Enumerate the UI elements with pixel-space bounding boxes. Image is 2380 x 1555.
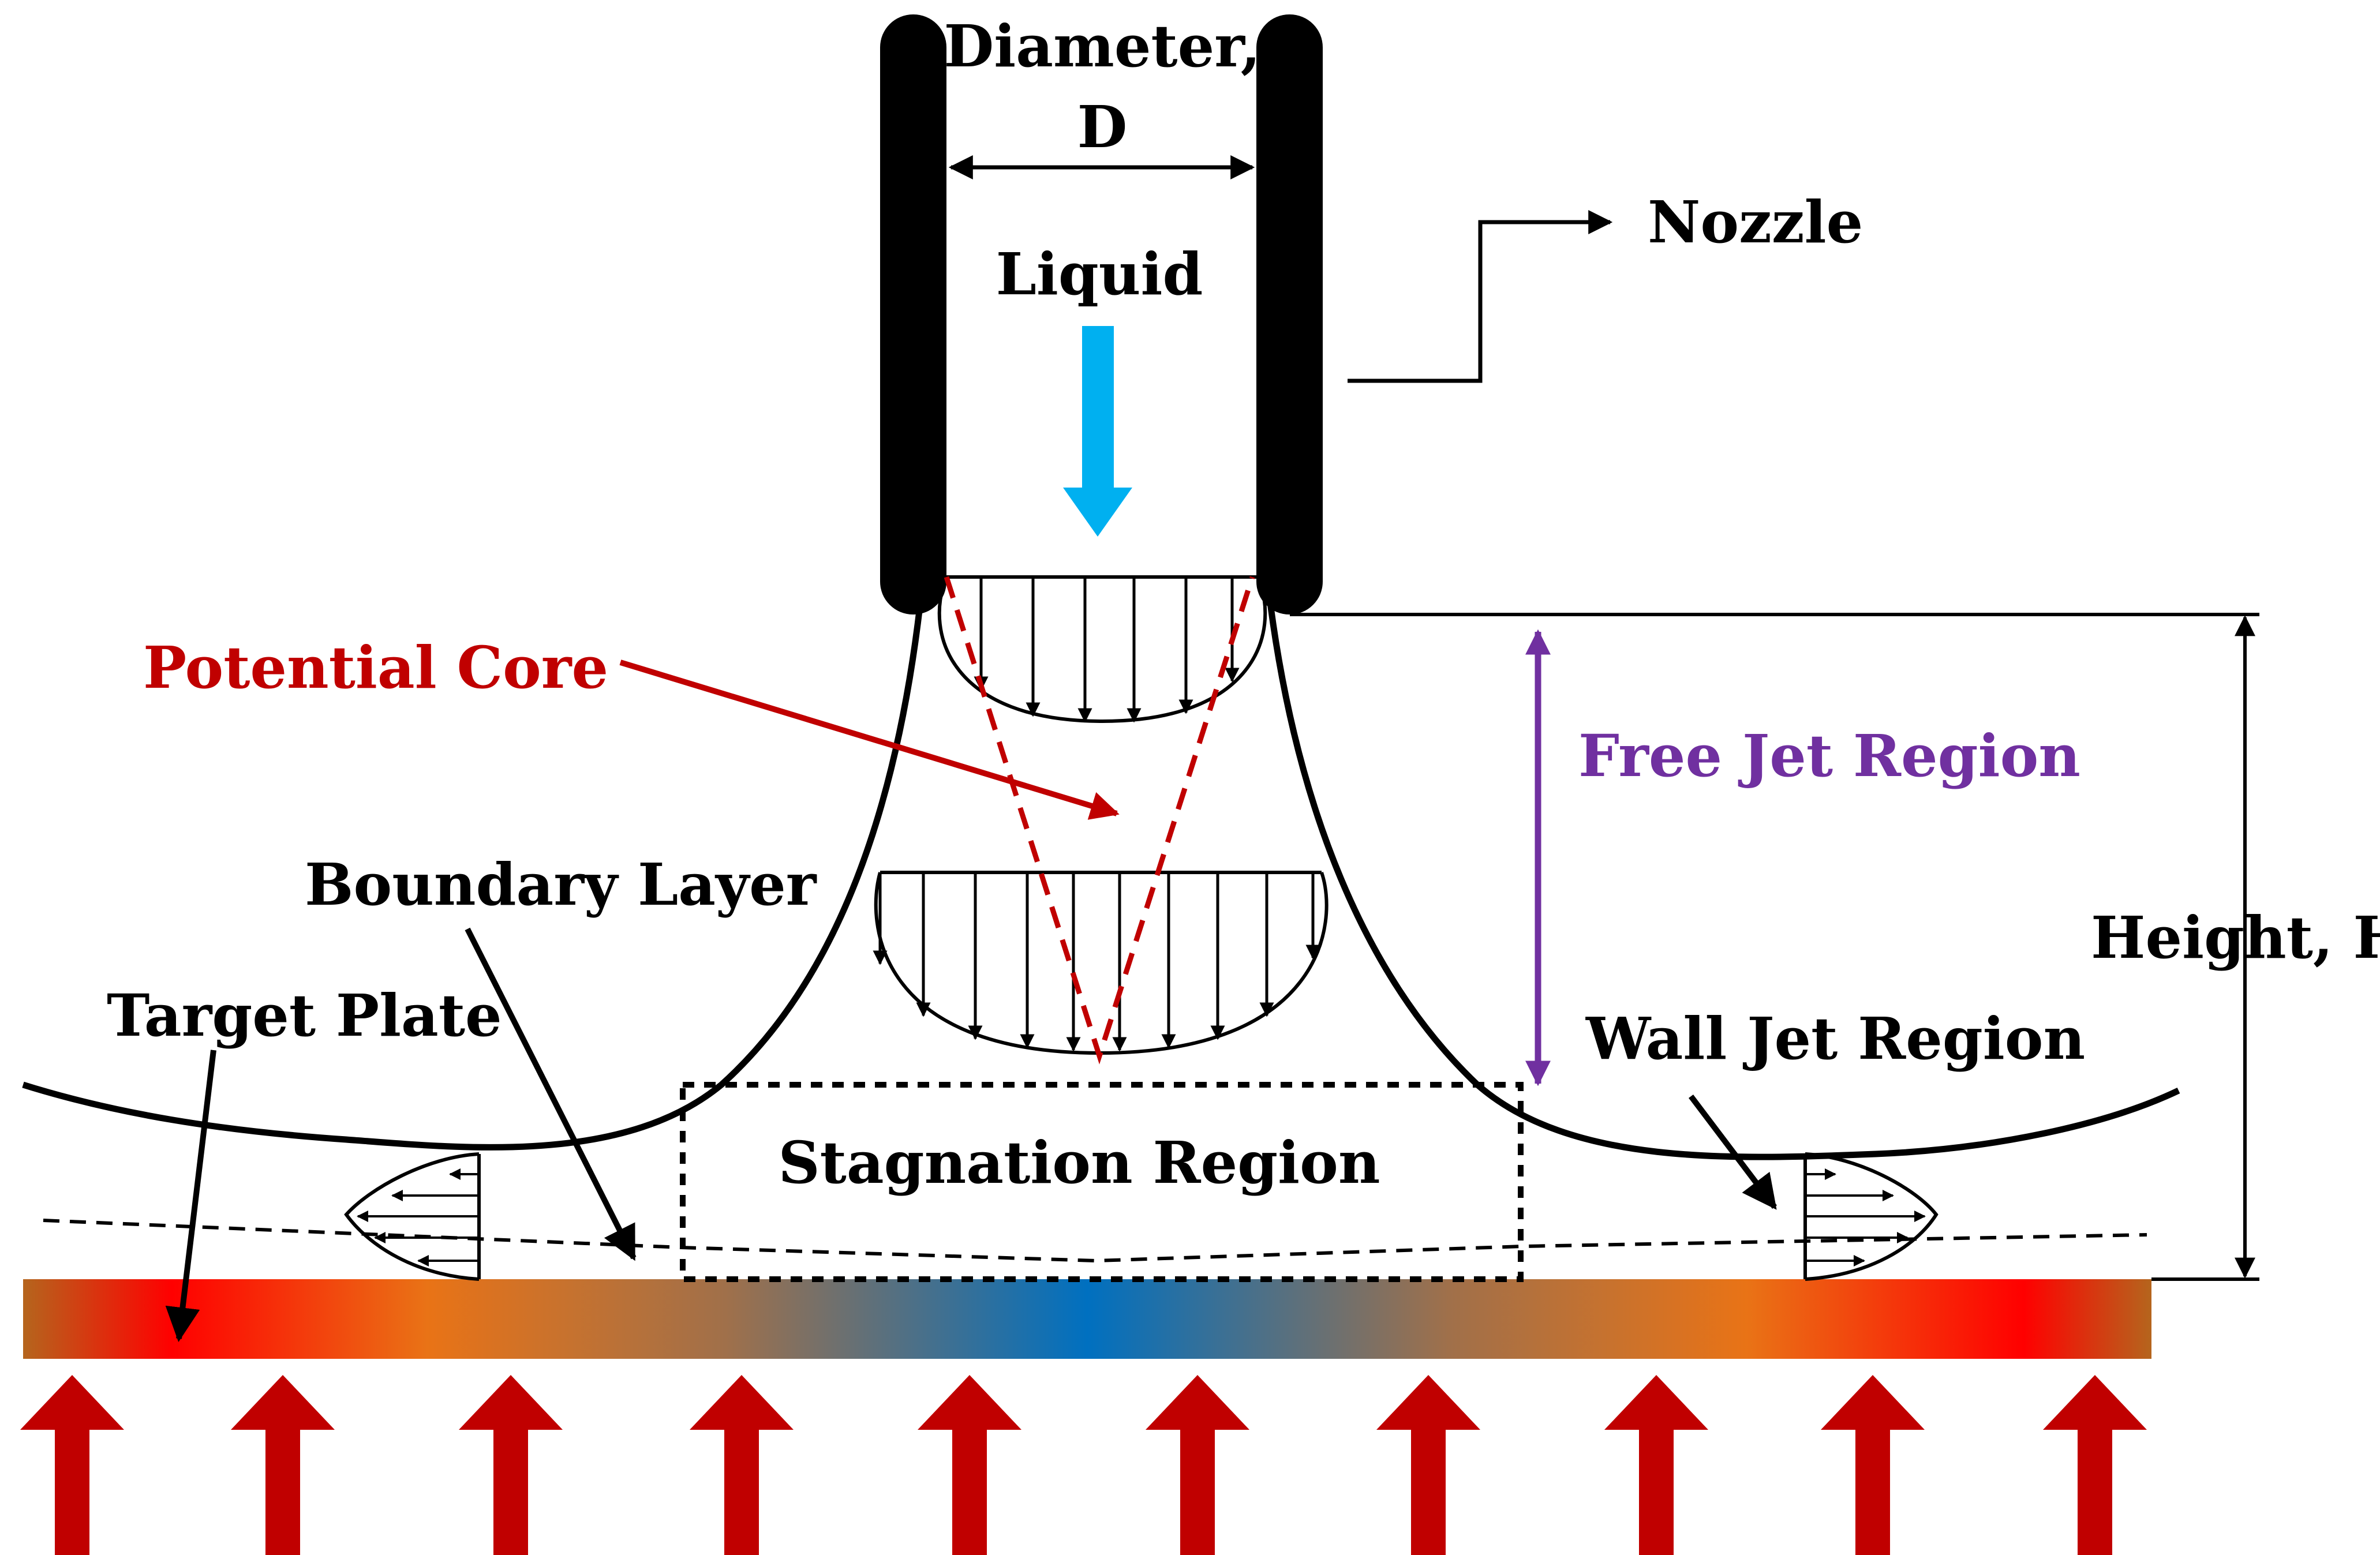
velocity-profile-free-jet <box>873 871 1329 1055</box>
boundary-layer-line <box>43 1219 2147 1263</box>
potential-core-boundary <box>944 576 1255 1065</box>
velocity-profile-wall-jet-left <box>344 1152 481 1281</box>
nozzle-wall-right <box>1256 14 1323 614</box>
heat-arrow <box>2043 1375 2147 1555</box>
velocity-profile-nozzle-exit <box>937 575 1267 724</box>
nozzle-wall-left <box>880 14 946 614</box>
velocity-profile-wall-jet-right <box>1803 1152 1939 1281</box>
heat-arrow <box>1821 1375 1925 1555</box>
target-plate-label: Target Plate <box>107 981 502 1050</box>
height-label: Height, H <box>2091 904 2380 972</box>
target-plate-pointer <box>165 1050 216 1342</box>
potential-core-pointer <box>619 660 1120 820</box>
wall-jet-region-label: Wall Jet Region <box>1585 1005 2085 1073</box>
nozzle-label: Nozzle <box>1648 188 1863 256</box>
jet-outline-left <box>22 574 927 1151</box>
wall-jet-region-pointer <box>1689 1094 1777 1210</box>
liquid-flow-arrow <box>1063 326 1132 537</box>
heat-arrow <box>231 1375 335 1555</box>
heat-arrow <box>459 1375 563 1555</box>
target-plate <box>23 1279 2151 1359</box>
jet-outline-right <box>1263 574 2180 1160</box>
stagnation-region-box <box>680 1082 1524 1282</box>
heat-arrow <box>20 1375 124 1555</box>
boundary-layer-pointer <box>465 927 637 1261</box>
heat-arrow <box>1376 1375 1480 1555</box>
liquid-label: Liquid <box>996 240 1203 308</box>
heat-arrow <box>1604 1375 1708 1555</box>
diameter-label-line1: Diameter, <box>944 12 1261 80</box>
boundary-layer-label: Boundary Layer <box>305 850 817 919</box>
diameter-label-line2: D <box>1077 93 1128 161</box>
free-jet-region-label: Free Jet Region <box>1578 722 2080 790</box>
nozzle-pointer <box>1348 210 1613 383</box>
heat-arrow <box>918 1375 1021 1555</box>
heat-arrow <box>690 1375 794 1555</box>
stagnation-region-label: Stagnation Region <box>778 1129 1380 1197</box>
heat-arrows <box>20 1375 2147 1555</box>
heat-arrow <box>1146 1375 1249 1555</box>
potential-core-label: Potential Core <box>143 634 608 702</box>
